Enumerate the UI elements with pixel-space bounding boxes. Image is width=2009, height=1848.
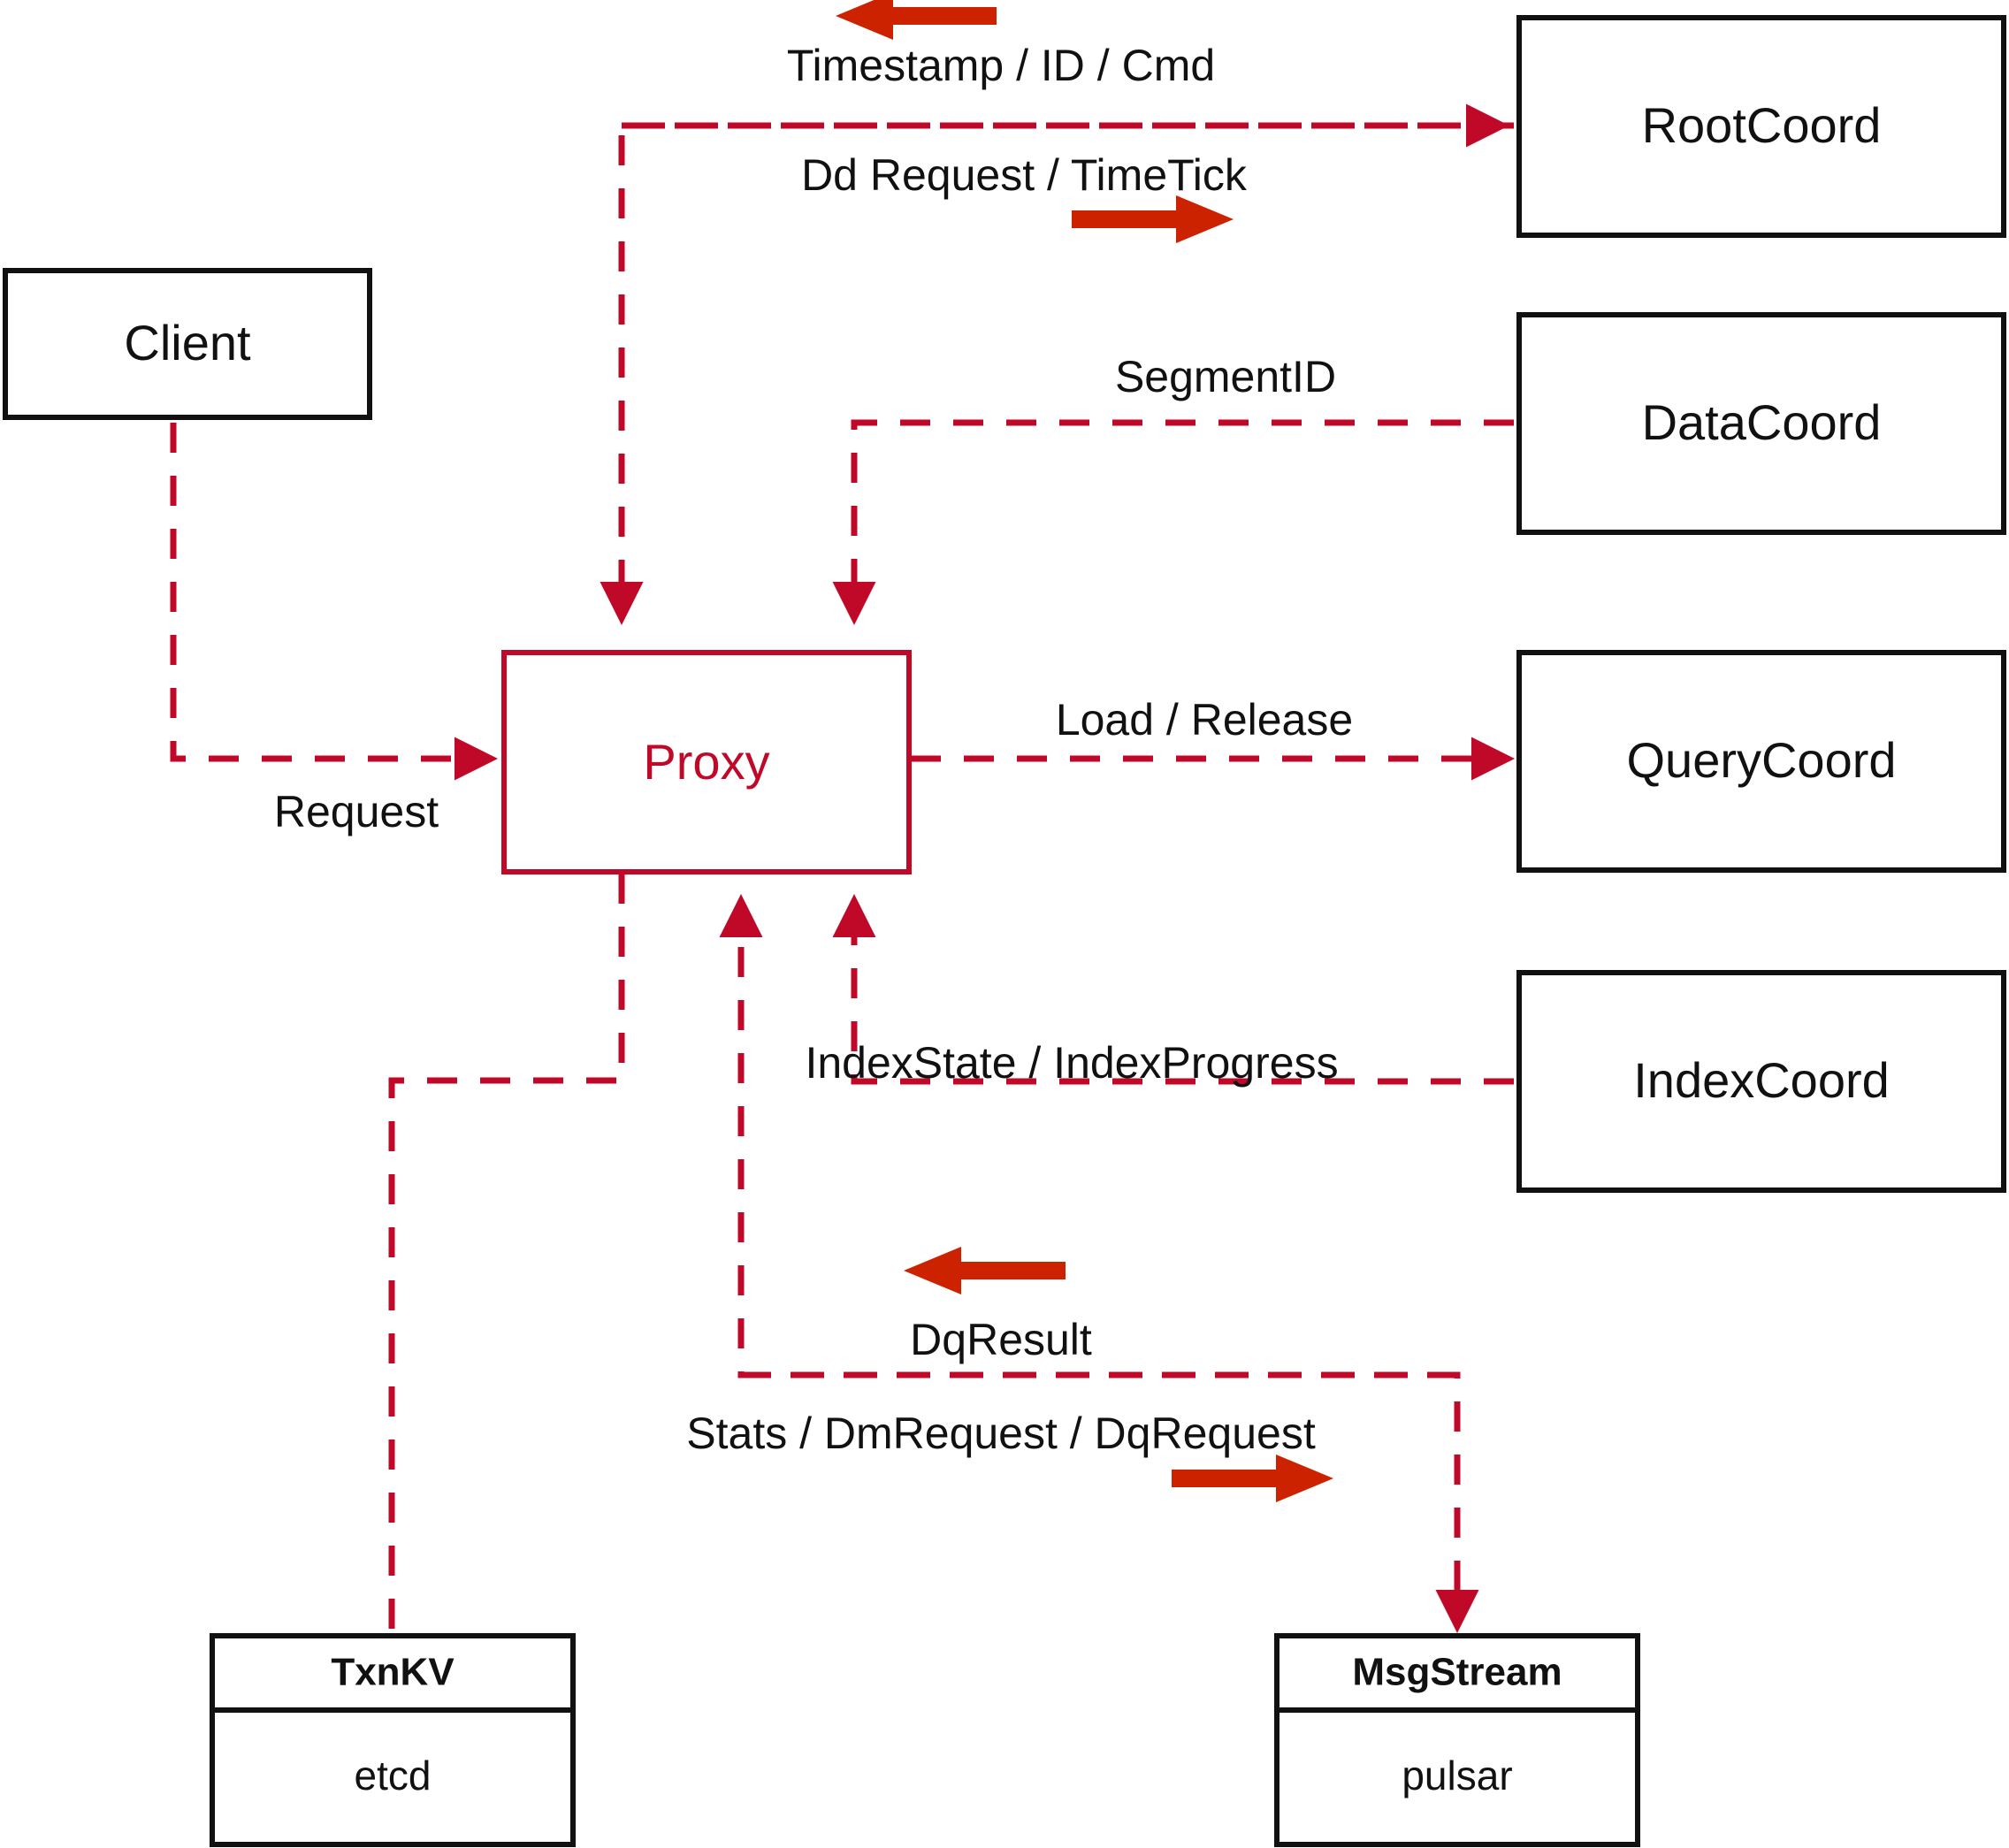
node-client-label: Client: [124, 315, 251, 370]
direction-arrow-ddrequest-right: [1072, 195, 1234, 243]
direction-arrow-dqrequest-right: [1172, 1455, 1333, 1502]
flow-indexcoord-to-proxy: [832, 894, 1514, 1085]
node-querycoord-label: QueryCoord: [1626, 732, 1896, 788]
node-msgstream-impl: pulsar: [1402, 1753, 1512, 1798]
node-datacoord[interactable]: DataCoord: [1516, 312, 2006, 535]
node-indexcoord-label: IndexCoord: [1633, 1052, 1890, 1108]
node-rootcoord[interactable]: RootCoord: [1516, 15, 2006, 238]
edge-label-dq-result: DqResult: [910, 1315, 1092, 1364]
node-txnkv-impl: etcd: [355, 1753, 432, 1798]
edge-label-load-release: Load / Release: [1056, 695, 1353, 745]
edge-label-request: Request: [274, 787, 439, 836]
flow-proxy-to-txnkv: [388, 874, 625, 1632]
flow-msgstream-to-proxy: [719, 894, 1457, 1378]
node-indexcoord[interactable]: IndexCoord: [1516, 970, 2006, 1193]
node-txnkv-title: TxnKV: [331, 1651, 455, 1694]
node-msgstream-title: MsgStream: [1352, 1651, 1562, 1694]
edge-label-stats-dm-dq-request: Stats / DmRequest / DqRequest: [686, 1409, 1316, 1458]
edge-label-dd-request-timetick: Dd Request / TimeTick: [801, 150, 1248, 200]
flow-rootcoord-to-proxy: [600, 122, 1514, 625]
flow-client-to-proxy: [170, 423, 498, 781]
flow-proxy-to-msgstream: [741, 1371, 1479, 1633]
node-msgstream[interactable]: MsgStream pulsar: [1274, 1633, 1640, 1847]
node-client[interactable]: Client: [3, 268, 372, 420]
direction-arrow-timestamp-left: [836, 0, 997, 40]
node-proxy[interactable]: Proxy: [501, 650, 912, 874]
node-datacoord-label: DataCoord: [1642, 394, 1882, 450]
edge-label-timestamp-id-cmd: Timestamp / ID / Cmd: [787, 41, 1215, 90]
direction-arrow-dqresult-left: [904, 1247, 1066, 1294]
node-rootcoord-label: RootCoord: [1642, 97, 1882, 153]
flow-datacoord-to-proxy: [832, 419, 1514, 625]
edge-label-segment-id: SegmentID: [1115, 352, 1336, 401]
edge-label-index-state-progress: IndexState / IndexProgress: [805, 1038, 1338, 1088]
node-querycoord[interactable]: QueryCoord: [1516, 650, 2006, 873]
node-txnkv[interactable]: TxnKV etcd: [210, 1633, 576, 1847]
node-proxy-label: Proxy: [643, 734, 769, 790]
